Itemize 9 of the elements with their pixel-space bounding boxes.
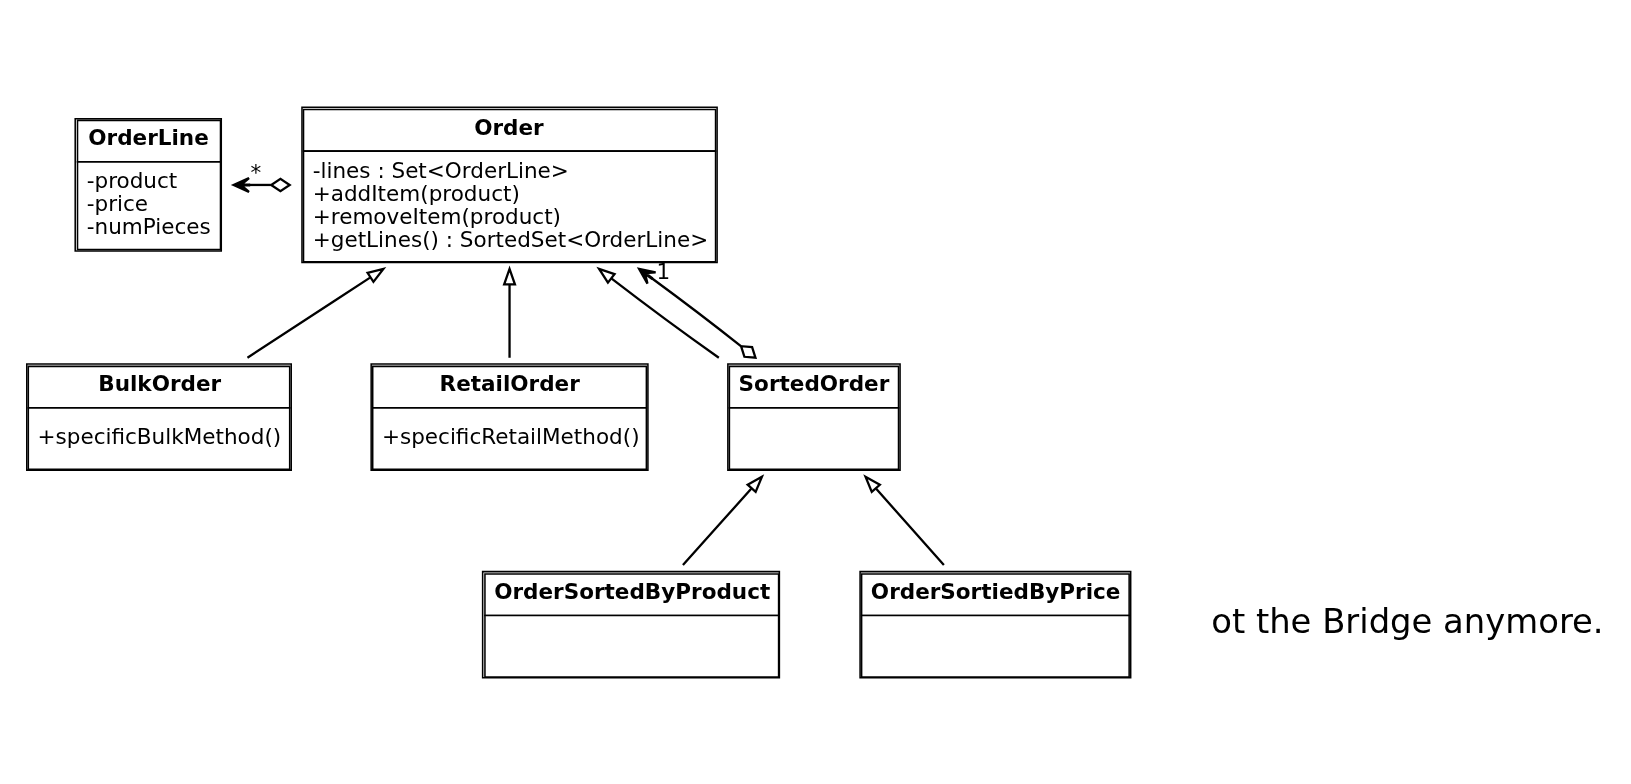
label: ot the Bridge anymore. — [1211, 601, 1604, 641]
edge-label: * — [250, 159, 262, 185]
arrow — [596, 266, 720, 359]
arrow — [863, 473, 945, 566]
arrow — [502, 264, 517, 358]
arrow — [246, 266, 387, 359]
arrow — [232, 176, 292, 193]
arrow — [682, 473, 765, 566]
arrow — [637, 267, 758, 359]
